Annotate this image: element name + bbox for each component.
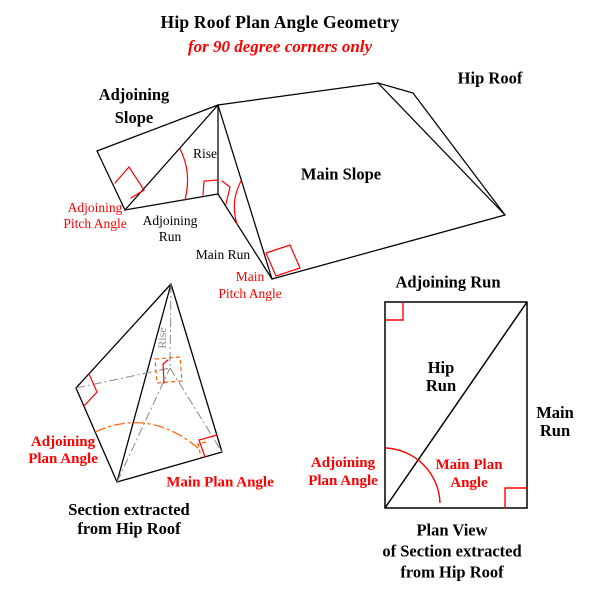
section-rise-foot-marker [162,359,169,384]
plan-figure [384,301,528,509]
section-rise-line [169,283,172,368]
adjoining-pitch-square-marker [114,166,145,199]
section-right-right-angle-marker [198,434,218,458]
plan-red-markers [385,302,527,508]
right-hip-edge-back [412,92,506,216]
front-eave-line [271,214,506,280]
section-eave-left [75,387,118,483]
plan-hip-run-label: Hip Run [425,358,457,395]
section-plan-angle-arc [94,422,200,450]
main-eave-square-marker [265,244,301,277]
section-rise-label: Rise [155,327,170,349]
rise-run-right-angle-marker-left [202,179,219,196]
page-title: Hip Roof Plan Angle Geometry [160,11,400,32]
plan-main-run-label: Main Run [536,403,574,440]
section-orange-markers [94,356,207,458]
section-caption: Section extracted from Hip Roof [68,500,190,538]
plan-main-plan-angle-label: Main Plan Angle [435,457,503,491]
section-hidden-edge-left [75,367,171,389]
roof-main-run-label: Main Run [195,247,251,263]
rise-run-right-angle-marker-right [221,180,231,205]
section-hip-run-line [116,367,171,483]
plan-bottom-right-right-angle-marker [504,487,527,508]
main-slope-label: Main Slope [300,164,382,184]
back-left-hip-edge [96,104,219,152]
roof-rise-label: Rise [192,146,218,162]
section-hidden-lines [75,283,223,483]
right-hip-edge-front [377,82,506,216]
plan-rectangle [384,301,528,509]
section-adjoining-plan-angle-label: Adjoining Plan Angle [28,434,98,467]
ridge-line [217,82,379,106]
plan-hip-run-diagonal [384,301,528,509]
adjoining-pitch-angle-arc [179,148,189,201]
plan-adjoining-run-label: Adjoining Run [395,272,501,292]
adjoining-pitch-angle-label: Adjoining Pitch Angle [63,200,127,231]
adjoining-run-line [124,193,219,211]
section-right-corner-dashed-marker [197,441,207,458]
main-cut-edge [217,104,273,280]
main-run-line [217,193,273,280]
plan-plan-angle-arc [385,447,441,504]
section-left-right-angle-marker [83,373,98,407]
hip-roof-angle-markers [114,148,301,277]
page-subtitle: for 90 degree corners only [187,37,373,57]
roof-adjoining-run-label: Adjoining Run [142,213,198,244]
section-edge-apex-front [116,283,172,483]
right-end-top-edge [377,82,414,94]
left-end-eave-edge [96,150,126,211]
plan-adjoining-plan-angle-label: Adjoining Plan Angle [308,455,378,489]
main-pitch-angle-arc [233,180,242,225]
section-edge-apex-left [75,283,172,389]
section-red-markers [83,359,218,458]
adjoining-slope-label: Adjoining Slope [98,85,170,127]
hip-roof-figure [96,82,506,280]
plan-top-left-right-angle-marker [385,302,404,321]
hip-roof-label: Hip Roof [457,68,523,88]
main-pitch-angle-label: Main Pitch Angle [218,269,282,301]
section-main-plan-angle-label: Main Plan Angle [166,474,274,491]
section-hidden-edge-right [169,367,223,453]
plan-caption: Plan View of Section extracted from Hip … [382,520,522,582]
section-edge-apex-right [170,283,223,453]
section-rise-base-square-marker [154,356,183,384]
